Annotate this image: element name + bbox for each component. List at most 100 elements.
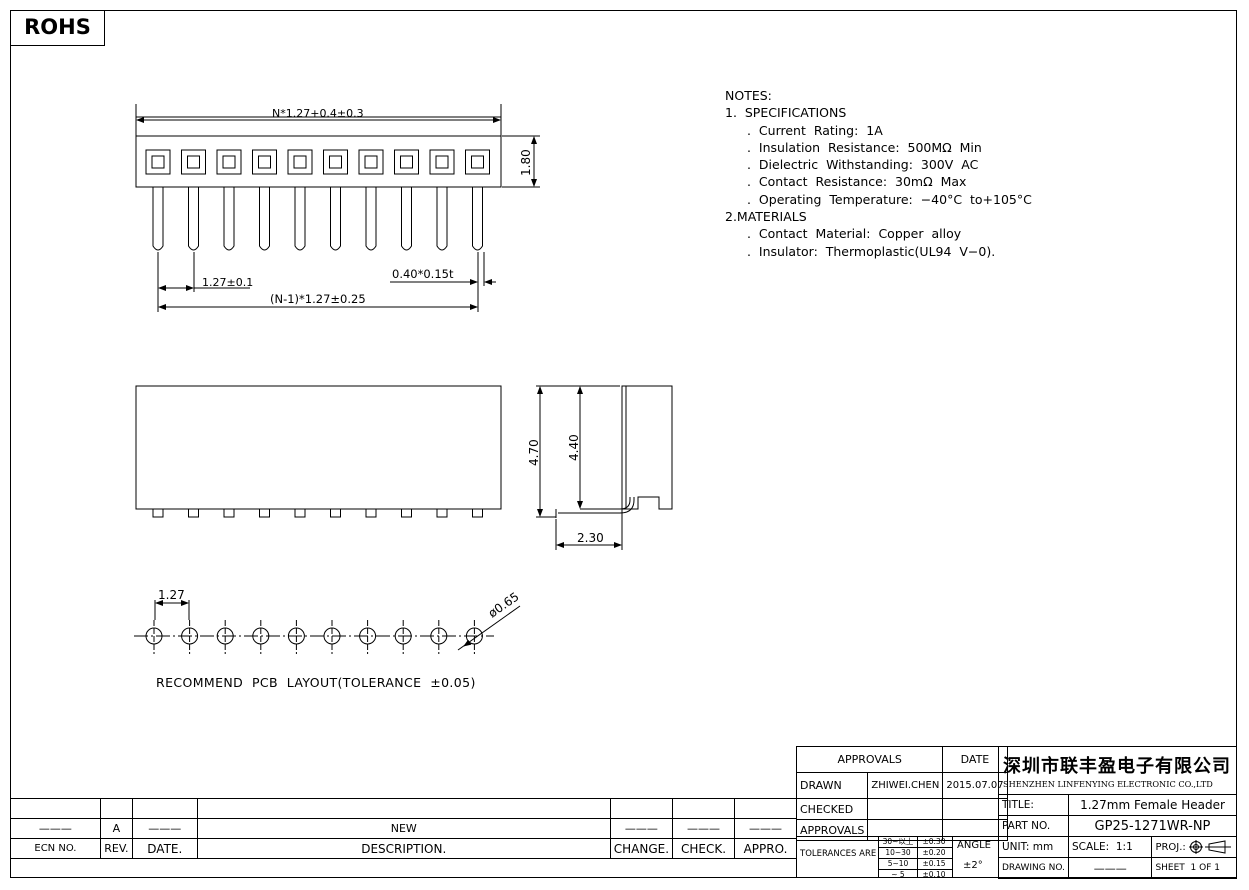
contact-cell-inner xyxy=(187,155,200,169)
tol-range: 5~10 xyxy=(879,859,917,870)
tol-range: 30~以上 xyxy=(879,837,917,848)
contact-cell xyxy=(287,149,313,175)
tol-range: 10~30 xyxy=(879,848,917,859)
tol-value: ±0.30 xyxy=(916,837,952,848)
tol-values: ±0.30 ±0.20 ±0.15 ±0.10 xyxy=(916,837,953,879)
proj-label: PROJ.: xyxy=(1155,842,1186,853)
title-label: TITLE: xyxy=(998,794,1069,816)
pin xyxy=(152,187,164,251)
pin xyxy=(401,187,412,251)
pcb-caption: RECOMMEND PCB LAYOUT(TOLERANCE ±0.05) xyxy=(156,675,476,690)
drawn-date: 2015.07.07 xyxy=(942,772,1008,799)
elevation-pin-tabs xyxy=(152,508,483,518)
pin-tab xyxy=(330,508,341,518)
contact-cell xyxy=(145,149,171,175)
pin-tab xyxy=(259,508,270,518)
side-pin xyxy=(580,497,631,510)
rohs-badge: ROHS xyxy=(10,10,105,46)
ecn-label: ECN NO. xyxy=(10,838,101,859)
material-item: . Contact Material: Copper alloy xyxy=(747,226,962,242)
date-label: DATE. xyxy=(131,838,198,859)
front-contact-cells xyxy=(145,149,490,175)
contact-cell xyxy=(252,149,277,175)
spec-item: . Operating Temperature: −40°C to+105°C xyxy=(747,191,1032,207)
part-label: PART NO. xyxy=(998,815,1069,837)
pin-tab xyxy=(188,508,199,518)
contact-cell-inner xyxy=(151,155,165,169)
contact-cell-inner xyxy=(471,155,484,169)
pin-tab xyxy=(152,508,164,518)
pin xyxy=(365,187,377,251)
pin xyxy=(223,187,235,251)
tol-ranges: 30~以上 10~30 5~10 ~ 5 xyxy=(878,837,918,879)
contact-cell xyxy=(181,149,206,175)
rev-label: REV. xyxy=(99,838,133,859)
contact-cell-inner xyxy=(400,155,413,169)
scale-label: SCALE: xyxy=(1071,841,1110,853)
pin xyxy=(294,187,306,251)
drawn-by: ZHIWEI.CHEN xyxy=(867,772,944,799)
total-height-label: 4.70 xyxy=(527,439,541,466)
description-label: DESCRIPTION. xyxy=(196,838,611,859)
pin-size-label: 0.40*0.15t xyxy=(392,267,454,281)
overall-length-label: N*1.27+0.4±0.3 xyxy=(272,107,364,120)
front-body xyxy=(135,135,502,188)
material-item: . Insulator: Thermoplastic(UL94 V−0). xyxy=(747,243,996,259)
contact-cell-inner xyxy=(364,155,378,169)
pin-tab xyxy=(223,508,235,518)
pitch-label: 1.27±0.1 xyxy=(202,276,253,289)
sheet-value: 1 OF 1 xyxy=(1190,863,1220,873)
check-value: ——— xyxy=(672,818,735,839)
approvals-label: APPROVALS xyxy=(795,819,869,841)
body-height-label: 1.80 xyxy=(519,149,533,176)
rev-value: A xyxy=(99,818,133,839)
contact-cell-inner xyxy=(329,155,342,169)
contact-cell xyxy=(323,149,348,175)
contact-cell-inner xyxy=(293,155,307,169)
title-value: 1.27mm Female Header xyxy=(1067,794,1238,816)
contact-cell xyxy=(216,149,242,175)
pin xyxy=(188,187,199,251)
drawing-label: DRAWING NO. xyxy=(998,857,1069,879)
pin xyxy=(259,187,270,251)
part-value: GP25-1271WR-NP xyxy=(1067,815,1238,837)
side-body xyxy=(621,385,673,510)
tolerances-label: TOLERANCES ARE xyxy=(800,849,877,859)
date-value: ——— xyxy=(131,818,198,839)
angle-label: ANGLE xyxy=(957,840,991,851)
scale-value: 1:1 xyxy=(1115,841,1133,853)
contact-cell-inner xyxy=(222,155,236,169)
date-header: DATE xyxy=(942,746,1008,773)
pin xyxy=(436,187,448,251)
appro-value: ——— xyxy=(733,818,798,839)
pin-tab xyxy=(472,508,483,518)
tol-value: ±0.15 xyxy=(916,859,952,870)
pin xyxy=(330,187,341,251)
tol-value: ±0.10 xyxy=(922,870,946,879)
pin-height-label: 4.40 xyxy=(567,434,581,461)
drawn-label: DRAWN xyxy=(795,772,869,799)
revision-table: ——— A ——— NEW ——— ——— ——— ECN NO. REV. D… xyxy=(10,798,798,859)
approvals-header: APPROVALS xyxy=(795,746,944,773)
pin-tab xyxy=(365,508,377,518)
depth-label: 2.30 xyxy=(577,531,604,545)
sheet-label: SHEET xyxy=(1155,863,1185,873)
tol-value: ±0.20 xyxy=(916,848,952,859)
spec-item: . Current Rating: 1A xyxy=(747,122,883,138)
contact-cell xyxy=(394,149,419,175)
tolerances-block: TOLERANCES ARE 30~以上 10~30 5~10 ~ 5 ±0.3… xyxy=(796,836,999,879)
spec-item: . Dielectric Withstanding: 300V AC xyxy=(747,157,979,173)
description-value: NEW xyxy=(196,818,611,839)
angle-value: ±2° xyxy=(963,860,983,871)
drawing-value: ——— xyxy=(1067,857,1153,879)
contact-cell xyxy=(465,149,490,175)
pin-tab xyxy=(436,508,448,518)
title-table: TITLE:1.27mm Female Header PART NO.GP25-… xyxy=(998,794,1238,879)
projection-symbol-icon xyxy=(1188,840,1231,854)
pin-tab xyxy=(401,508,412,518)
pin xyxy=(472,187,483,251)
contact-cell xyxy=(358,149,384,175)
pin-span-label: (N-1)*1.27±0.25 xyxy=(270,292,366,306)
appro-label: APPRO. xyxy=(733,838,798,859)
